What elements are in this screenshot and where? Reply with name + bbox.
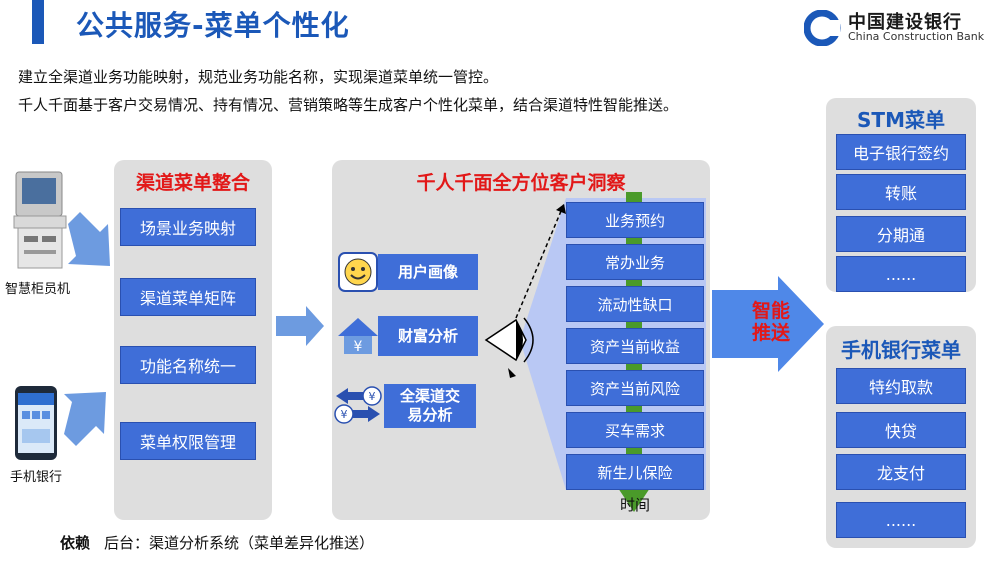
house-yen-icon: ¥ xyxy=(338,318,378,355)
smart-push-label: 智能 推送 xyxy=(746,300,796,344)
stm-menu-title: STM菜单 xyxy=(857,108,945,132)
header-accent-bar xyxy=(32,0,44,44)
mobile-menu-title: 手机银行菜单 xyxy=(841,338,961,362)
mobile-banking-label: 手机银行 xyxy=(10,470,63,485)
insight-item-liquidity-gap[interactable]: 流动性缺口 xyxy=(566,286,704,322)
left-item-permission-management[interactable]: 菜单权限管理 xyxy=(120,422,256,460)
left-item-menu-matrix[interactable]: 渠道菜单矩阵 xyxy=(120,278,256,316)
description-line-1: 建立全渠道业务功能映射，规范业务功能名称，实现渠道菜单统一管控。 xyxy=(18,68,499,86)
mobile-item-special-withdrawal[interactable]: 特约取款 xyxy=(836,368,966,404)
mobile-phone-icon xyxy=(15,386,57,460)
kiosk-machine-icon xyxy=(13,171,67,269)
svg-text:¥: ¥ xyxy=(341,408,348,421)
stm-item-more[interactable]: ...... xyxy=(836,256,966,292)
footer-dependency-text: 后台：渠道分析系统（菜单差异化推送） xyxy=(104,534,375,552)
stm-item-transfer[interactable]: 转账 xyxy=(836,174,966,210)
feature-wealth-analysis[interactable]: 财富分析 xyxy=(378,316,478,356)
insight-item-newborn-insurance[interactable]: 新生儿保险 xyxy=(566,454,704,490)
integration-arrow-icon xyxy=(276,306,324,346)
feature-omnichannel-analysis[interactable]: 全渠道交 易分析 xyxy=(384,384,476,428)
customer-insight-title: 千人千面全方位客户洞察 xyxy=(416,172,626,194)
ccb-logo-icon xyxy=(804,10,841,46)
feature-user-profile[interactable]: 用户画像 xyxy=(378,254,478,290)
footer-dependency: 依赖后台：渠道分析系统（菜单差异化推送） xyxy=(60,532,374,553)
mobile-menu-panel: 手机银行菜单 特约取款 快贷 龙支付 ...... xyxy=(826,326,976,548)
svg-text:¥: ¥ xyxy=(369,390,376,403)
mobile-item-quick-loan[interactable]: 快贷 xyxy=(836,412,966,448)
stm-menu-panel: STM菜单 电子银行签约 转账 分期通 ...... xyxy=(826,98,976,292)
stm-item-ebank-signing[interactable]: 电子银行签约 xyxy=(836,134,966,170)
smart-push-arrow-icon xyxy=(712,276,824,372)
insight-item-car-demand[interactable]: 买车需求 xyxy=(566,412,704,448)
kiosk-arrow-icon xyxy=(68,212,110,266)
feature-omnichannel-line-1: 全渠道交 xyxy=(399,387,460,405)
smart-push-line-1: 智能 xyxy=(751,300,790,322)
timeline-label: 时间 xyxy=(620,496,651,514)
mobile-item-more[interactable]: ...... xyxy=(836,502,966,538)
feature-omnichannel-line-2: 易分析 xyxy=(407,406,453,424)
phone-arrow-icon xyxy=(64,392,106,446)
footer-dependency-label: 依赖 xyxy=(60,534,91,552)
insight-item-asset-risk[interactable]: 资产当前风险 xyxy=(566,370,704,406)
yen-exchange-icon: ¥ ¥ xyxy=(334,386,382,424)
logo-chinese-name: 中国建设银行 xyxy=(848,12,962,33)
insight-item-asset-return[interactable]: 资产当前收益 xyxy=(566,328,704,364)
logo-english-name: China Construction Bank xyxy=(848,30,985,43)
left-item-name-unification[interactable]: 功能名称统一 xyxy=(120,346,256,384)
stm-item-installment[interactable]: 分期通 xyxy=(836,216,966,252)
page-title: 公共服务-菜单个性化 xyxy=(76,9,350,42)
channel-menu-title: 渠道菜单整合 xyxy=(135,172,250,194)
insight-item-appointment[interactable]: 业务预约 xyxy=(566,202,704,238)
insight-item-frequent-business[interactable]: 常办业务 xyxy=(566,244,704,280)
mobile-item-long-pay[interactable]: 龙支付 xyxy=(836,454,966,490)
svg-text:¥: ¥ xyxy=(354,339,363,355)
description-line-2: 千人千面基于客户交易情况、持有情况、营销策略等生成客户个性化菜单，结合渠道特性智… xyxy=(18,96,679,114)
smart-push-line-2: 推送 xyxy=(751,322,790,344)
ccb-logo: 中国建设银行 China Construction Bank xyxy=(804,8,984,48)
left-item-scenario-mapping[interactable]: 场景业务映射 xyxy=(120,208,256,246)
kiosk-label: 智慧柜员机 xyxy=(5,282,71,297)
smiley-face-icon xyxy=(338,252,378,292)
channel-menu-panel: 渠道菜单整合 场景业务映射 渠道菜单矩阵 功能名称统一 菜单权限管理 xyxy=(114,160,272,520)
